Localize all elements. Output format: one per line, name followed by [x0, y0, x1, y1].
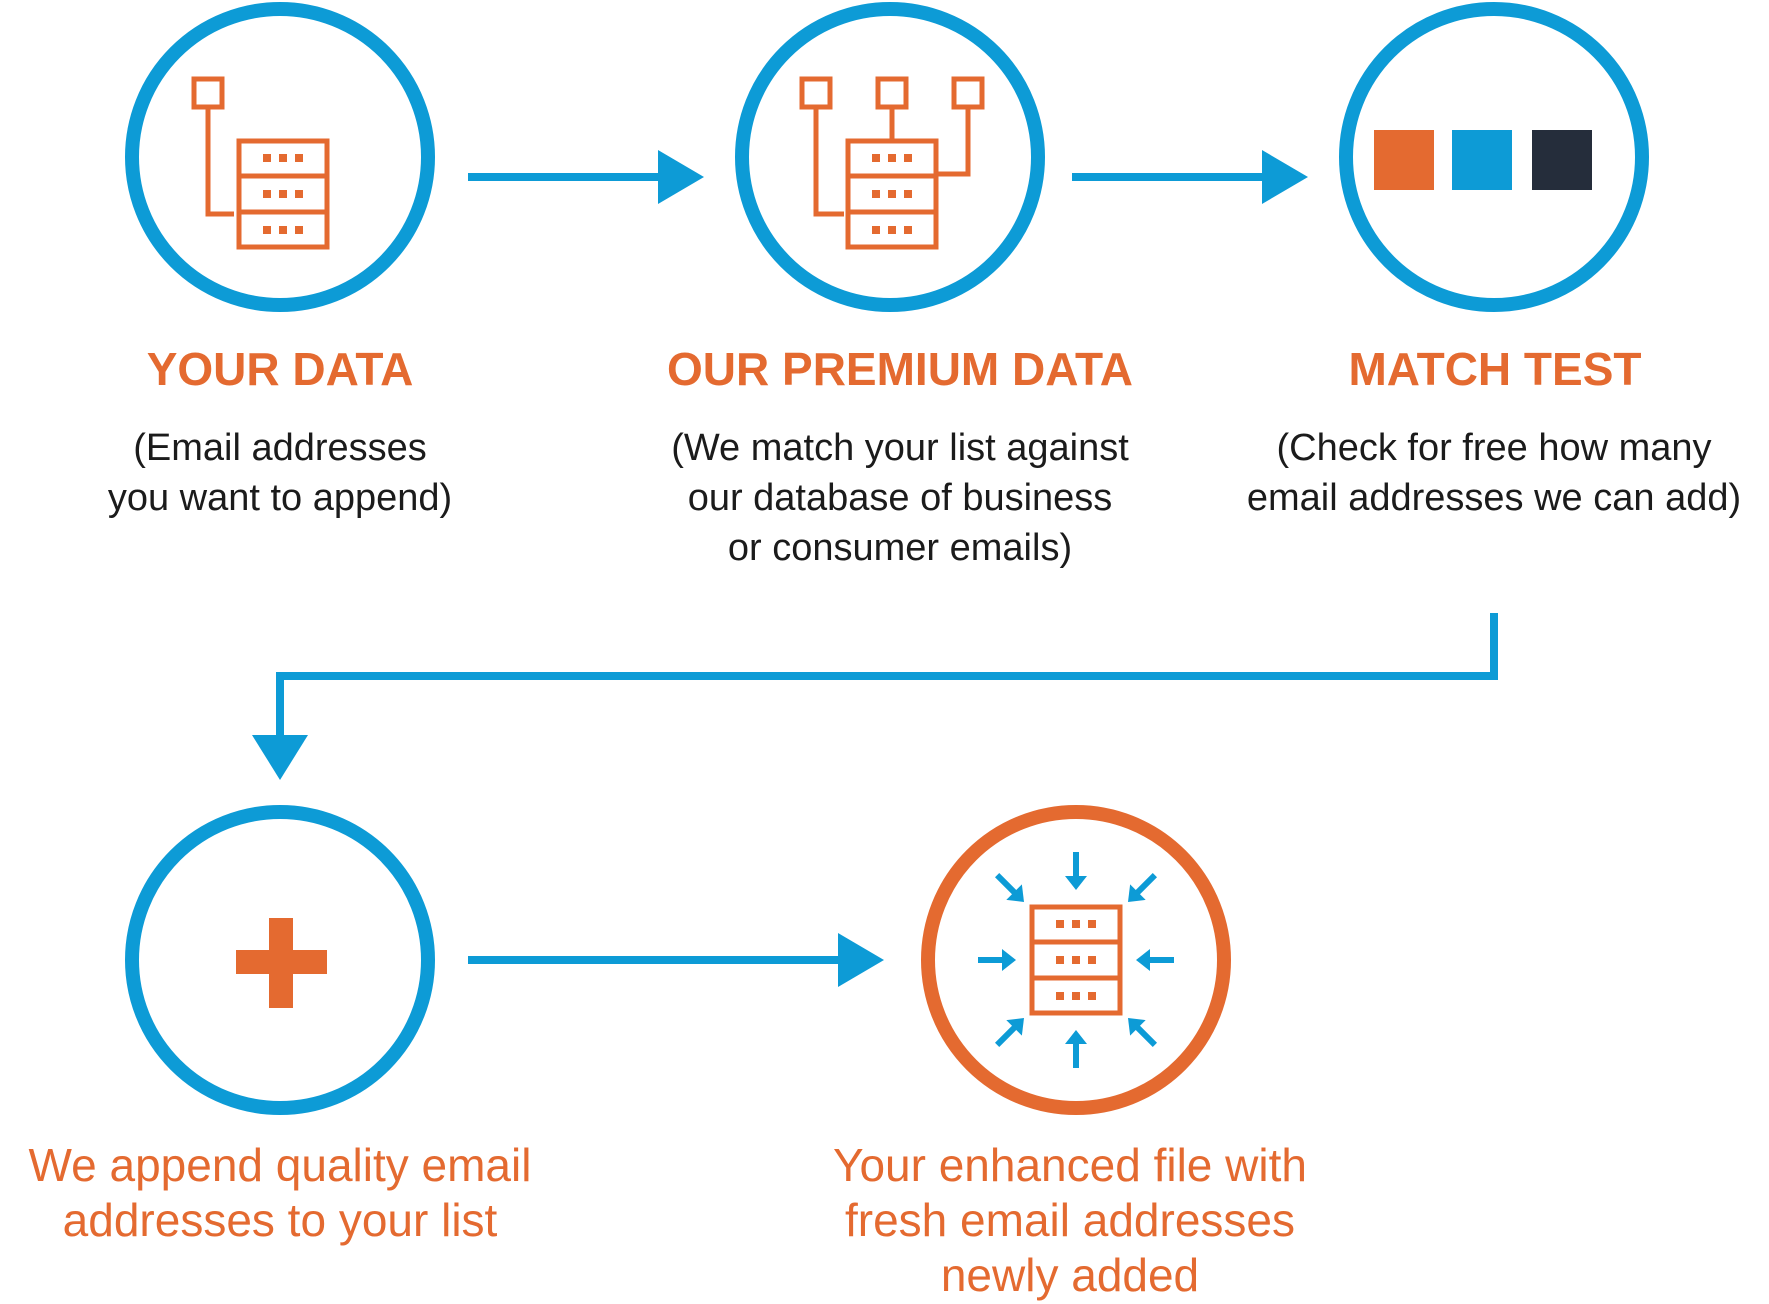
database-inbound-icon	[978, 852, 1174, 1068]
step-match-test	[1339, 2, 1649, 312]
database-icon	[191, 76, 327, 247]
step-circle	[125, 805, 435, 1115]
database-network-icon	[799, 76, 985, 247]
step-circle	[921, 805, 1231, 1115]
connector-1-2	[468, 150, 704, 204]
step-1-description: (Email addresses you want to append)	[107, 427, 453, 519]
connector-2-3	[1072, 150, 1308, 204]
step-append	[125, 805, 435, 1115]
step-3-title: MATCH TEST	[1348, 343, 1642, 395]
step-our-premium-data	[735, 2, 1045, 312]
connector-4-5	[468, 933, 884, 987]
step-1-title: YOUR DATA	[146, 343, 414, 395]
step-circle	[125, 2, 435, 312]
plus-icon	[236, 918, 327, 1008]
step-2-description: (We match your list against our database…	[671, 427, 1129, 569]
connector-3-4	[252, 613, 1498, 780]
step-2-title: OUR PREMIUM DATA	[667, 343, 1133, 395]
step-enhanced-file	[921, 805, 1231, 1115]
step-circle	[1339, 2, 1649, 312]
step-5-description: Your enhanced file with fresh email addr…	[833, 1139, 1307, 1301]
step-your-data	[125, 2, 435, 312]
step-3-description: (Check for free how many email addresses…	[1246, 427, 1742, 519]
color-squares-icon	[1374, 130, 1592, 190]
step-4-description: We append quality email addresses to you…	[28, 1139, 532, 1246]
step-circle	[735, 2, 1045, 312]
